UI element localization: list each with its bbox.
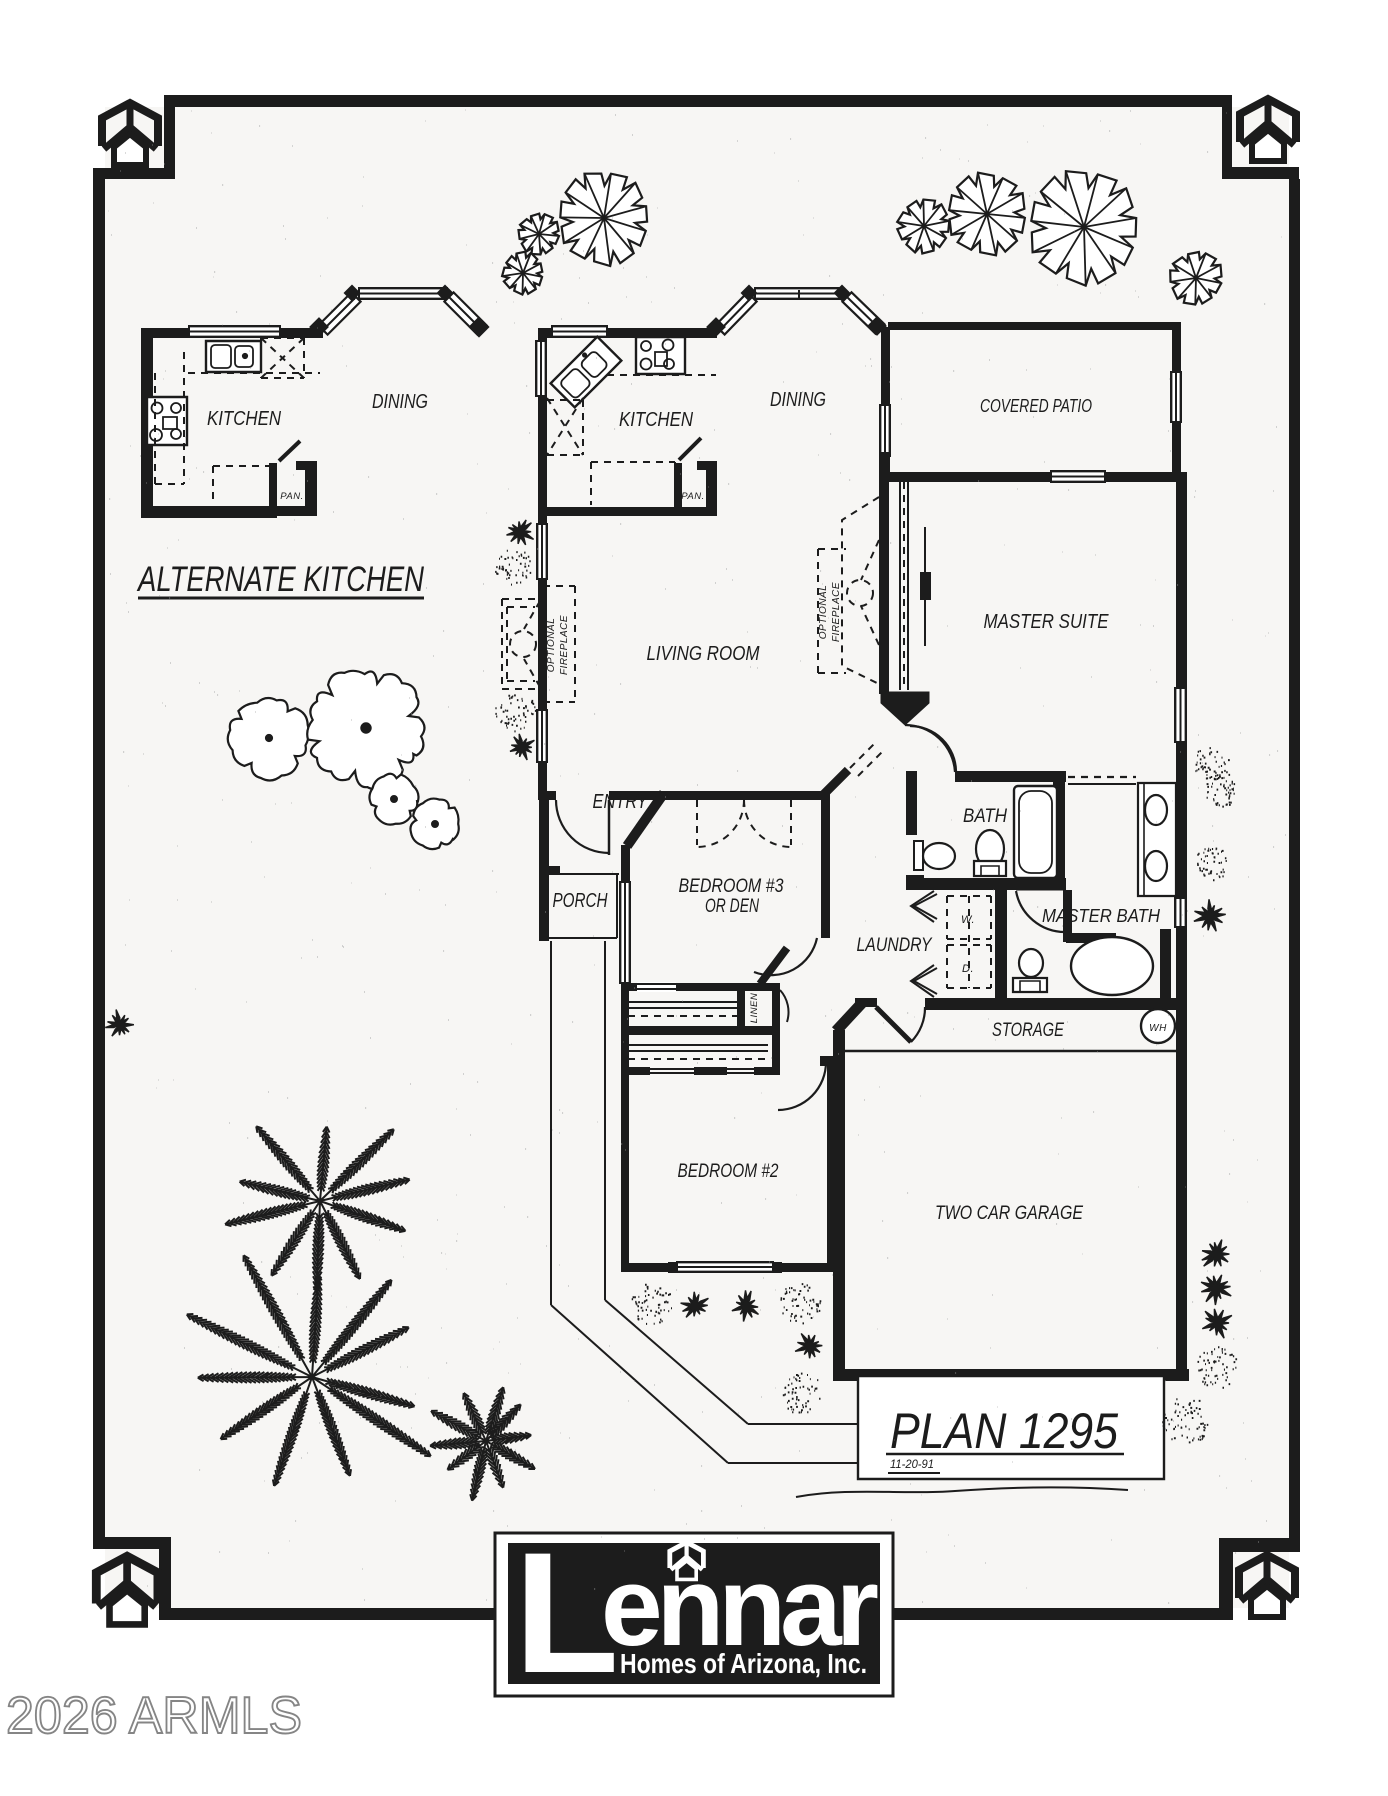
- svg-text:BEDROOM #2: BEDROOM #2: [678, 1161, 779, 1182]
- svg-text:TWO CAR GARAGE: TWO CAR GARAGE: [935, 1203, 1083, 1224]
- svg-text:ALTERNATE KITCHEN: ALTERNATE KITCHEN: [136, 560, 424, 599]
- svg-text:LINEN: LINEN: [749, 993, 760, 1023]
- svg-text:MASTER SUITE: MASTER SUITE: [984, 611, 1110, 633]
- svg-text:WH: WH: [1149, 1023, 1167, 1034]
- svg-text:LIVING ROOM: LIVING ROOM: [647, 643, 760, 665]
- svg-text:OPTIONAL: OPTIONAL: [546, 618, 557, 673]
- svg-text:OPTIONAL: OPTIONAL: [818, 585, 829, 640]
- svg-text:FIREPLACE: FIREPLACE: [831, 582, 842, 642]
- svg-text:PAN.: PAN.: [280, 491, 303, 502]
- svg-text:PLAN 1295: PLAN 1295: [890, 1403, 1118, 1459]
- svg-text:Homes of Arizona, Inc.: Homes of Arizona, Inc.: [620, 1648, 867, 1679]
- svg-text:PAN.: PAN.: [681, 491, 704, 502]
- svg-text:2026 ARMLS: 2026 ARMLS: [6, 1687, 302, 1745]
- svg-text:LAUNDRY: LAUNDRY: [857, 935, 933, 956]
- svg-text:D.: D.: [962, 963, 974, 975]
- svg-text:COVERED PATIO: COVERED PATIO: [980, 396, 1092, 416]
- svg-text:BEDROOM #3: BEDROOM #3: [679, 876, 784, 897]
- svg-text:W.: W.: [961, 914, 975, 926]
- svg-text:MASTER BATH: MASTER BATH: [1042, 906, 1161, 926]
- svg-text:FIREPLACE: FIREPLACE: [559, 615, 570, 675]
- svg-text:STORAGE: STORAGE: [992, 1020, 1064, 1041]
- svg-text:L: L: [514, 1517, 619, 1709]
- svg-text:OR DEN: OR DEN: [705, 896, 759, 917]
- svg-text:KITCHEN: KITCHEN: [207, 408, 281, 430]
- svg-text:KITCHEN: KITCHEN: [619, 409, 693, 431]
- svg-text:PORCH: PORCH: [553, 890, 608, 912]
- svg-text:ennar: ennar: [601, 1544, 877, 1669]
- svg-text:DINING: DINING: [372, 391, 428, 413]
- svg-text:ENTRY: ENTRY: [593, 791, 649, 813]
- svg-text:11-20-91: 11-20-91: [890, 1457, 934, 1471]
- svg-text:BATH: BATH: [963, 806, 1007, 827]
- svg-text:DINING: DINING: [770, 389, 826, 411]
